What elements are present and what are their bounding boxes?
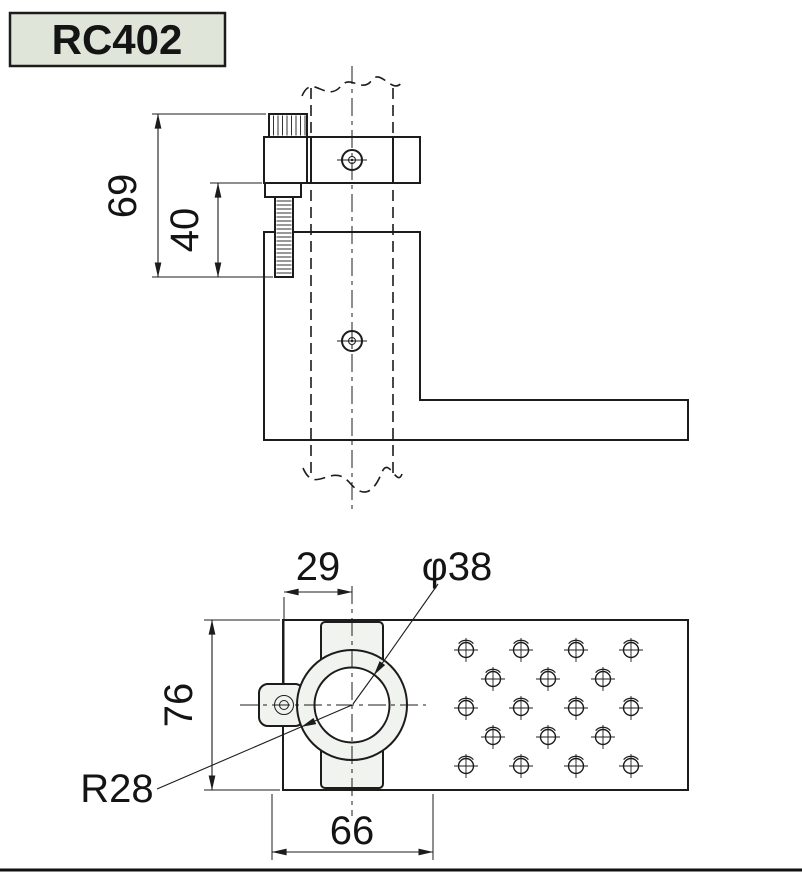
dim-66-text: 66 — [330, 809, 375, 853]
dimension-66: 66 — [271, 794, 434, 860]
dimension-r28: R28 — [80, 704, 353, 811]
dim-69-text: 69 — [101, 174, 145, 219]
dimension-76: 76 — [157, 619, 280, 791]
dim-76-text: 76 — [157, 683, 201, 728]
dimension-29: 29 — [283, 545, 353, 684]
dim-r28-text: R28 — [80, 767, 153, 811]
plan-view: 29 φ38 R28 76 66 — [80, 545, 689, 860]
dim-40-text: 40 — [163, 208, 207, 253]
dimension-phi38: φ38 — [352, 545, 492, 705]
part-label-box: RC402 — [8, 11, 227, 68]
pipe-phantom — [301, 76, 403, 493]
threaded-stud — [274, 196, 294, 278]
dim-29-text: 29 — [296, 545, 341, 589]
dimension-69: 69 — [101, 113, 273, 278]
dim-phi38-text: φ38 — [422, 545, 492, 589]
dimension-40: 40 — [163, 182, 262, 278]
bracket-body-outline — [263, 231, 689, 441]
knurled-knob — [268, 113, 308, 138]
part-label-text: RC402 — [52, 16, 183, 63]
part-label-background — [8, 11, 227, 68]
side-view: 69 40 — [101, 66, 689, 512]
stud-nut — [264, 182, 302, 198]
